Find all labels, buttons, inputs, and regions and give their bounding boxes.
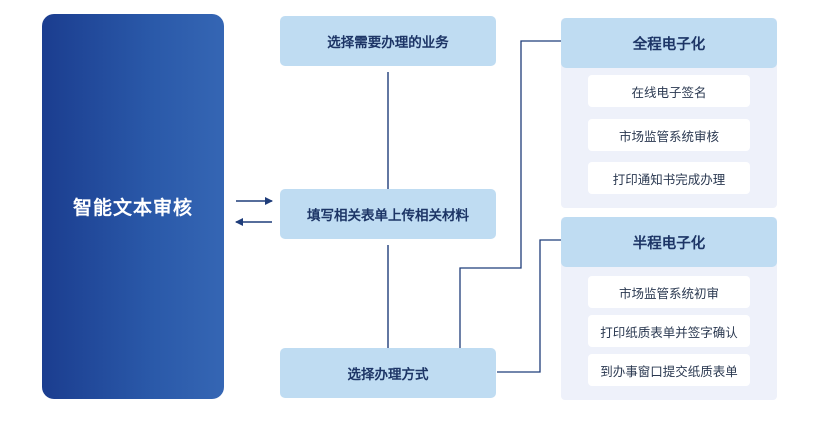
option-online-signature: 在线电子签名	[588, 75, 750, 107]
step-select-method: 选择办理方式	[280, 348, 496, 398]
option-print-notice-label: 打印通知书完成办理	[612, 171, 726, 187]
panel-half-electronic-title: 半程电子化	[561, 217, 777, 267]
step-select-method-label: 选择办理方式	[347, 367, 429, 383]
panel-full-electronic-title: 全程电子化	[561, 18, 777, 68]
panel-half-electronic-title-text: 半程电子化	[632, 235, 706, 252]
option-print-sign-form-label: 打印纸质表单并签字确认	[600, 324, 738, 340]
panel-full-electronic: 全程电子化 在线电子签名 市场监管系统审核 打印通知书完成办理	[561, 18, 777, 208]
arrow-method-to-half	[497, 236, 575, 373]
step-select-business-label: 选择需要办理的业务	[327, 35, 449, 51]
panel-half-electronic: 半程电子化 市场监管系统初审 打印纸质表单并签字确认 到办事窗口提交纸质表单	[561, 217, 777, 400]
panel-full-electronic-title-text: 全程电子化	[632, 36, 706, 53]
step-fill-form-upload: 填写相关表单上传相关材料	[280, 189, 496, 239]
option-system-initial-review-label: 市场监管系统初审	[618, 285, 719, 301]
option-online-signature-label: 在线电子签名	[631, 84, 707, 100]
option-submit-at-window: 到办事窗口提交纸质表单	[588, 354, 750, 386]
option-print-sign-form: 打印纸质表单并签字确认	[588, 315, 750, 347]
option-system-review: 市场监管系统审核	[588, 119, 750, 151]
smart-text-review-label: 智能文本审核	[72, 197, 193, 219]
option-submit-at-window-label: 到办事窗口提交纸质表单	[600, 363, 738, 379]
step-fill-form-upload-label: 填写相关表单上传相关材料	[307, 208, 469, 224]
option-system-review-label: 市场监管系统审核	[618, 128, 719, 144]
step-select-business: 选择需要办理的业务	[280, 16, 496, 66]
option-system-initial-review: 市场监管系统初审	[588, 276, 750, 308]
arrow-method-to-full	[459, 37, 575, 348]
smart-text-review-block: 智能文本审核	[42, 14, 224, 399]
option-print-notice: 打印通知书完成办理	[588, 162, 750, 194]
